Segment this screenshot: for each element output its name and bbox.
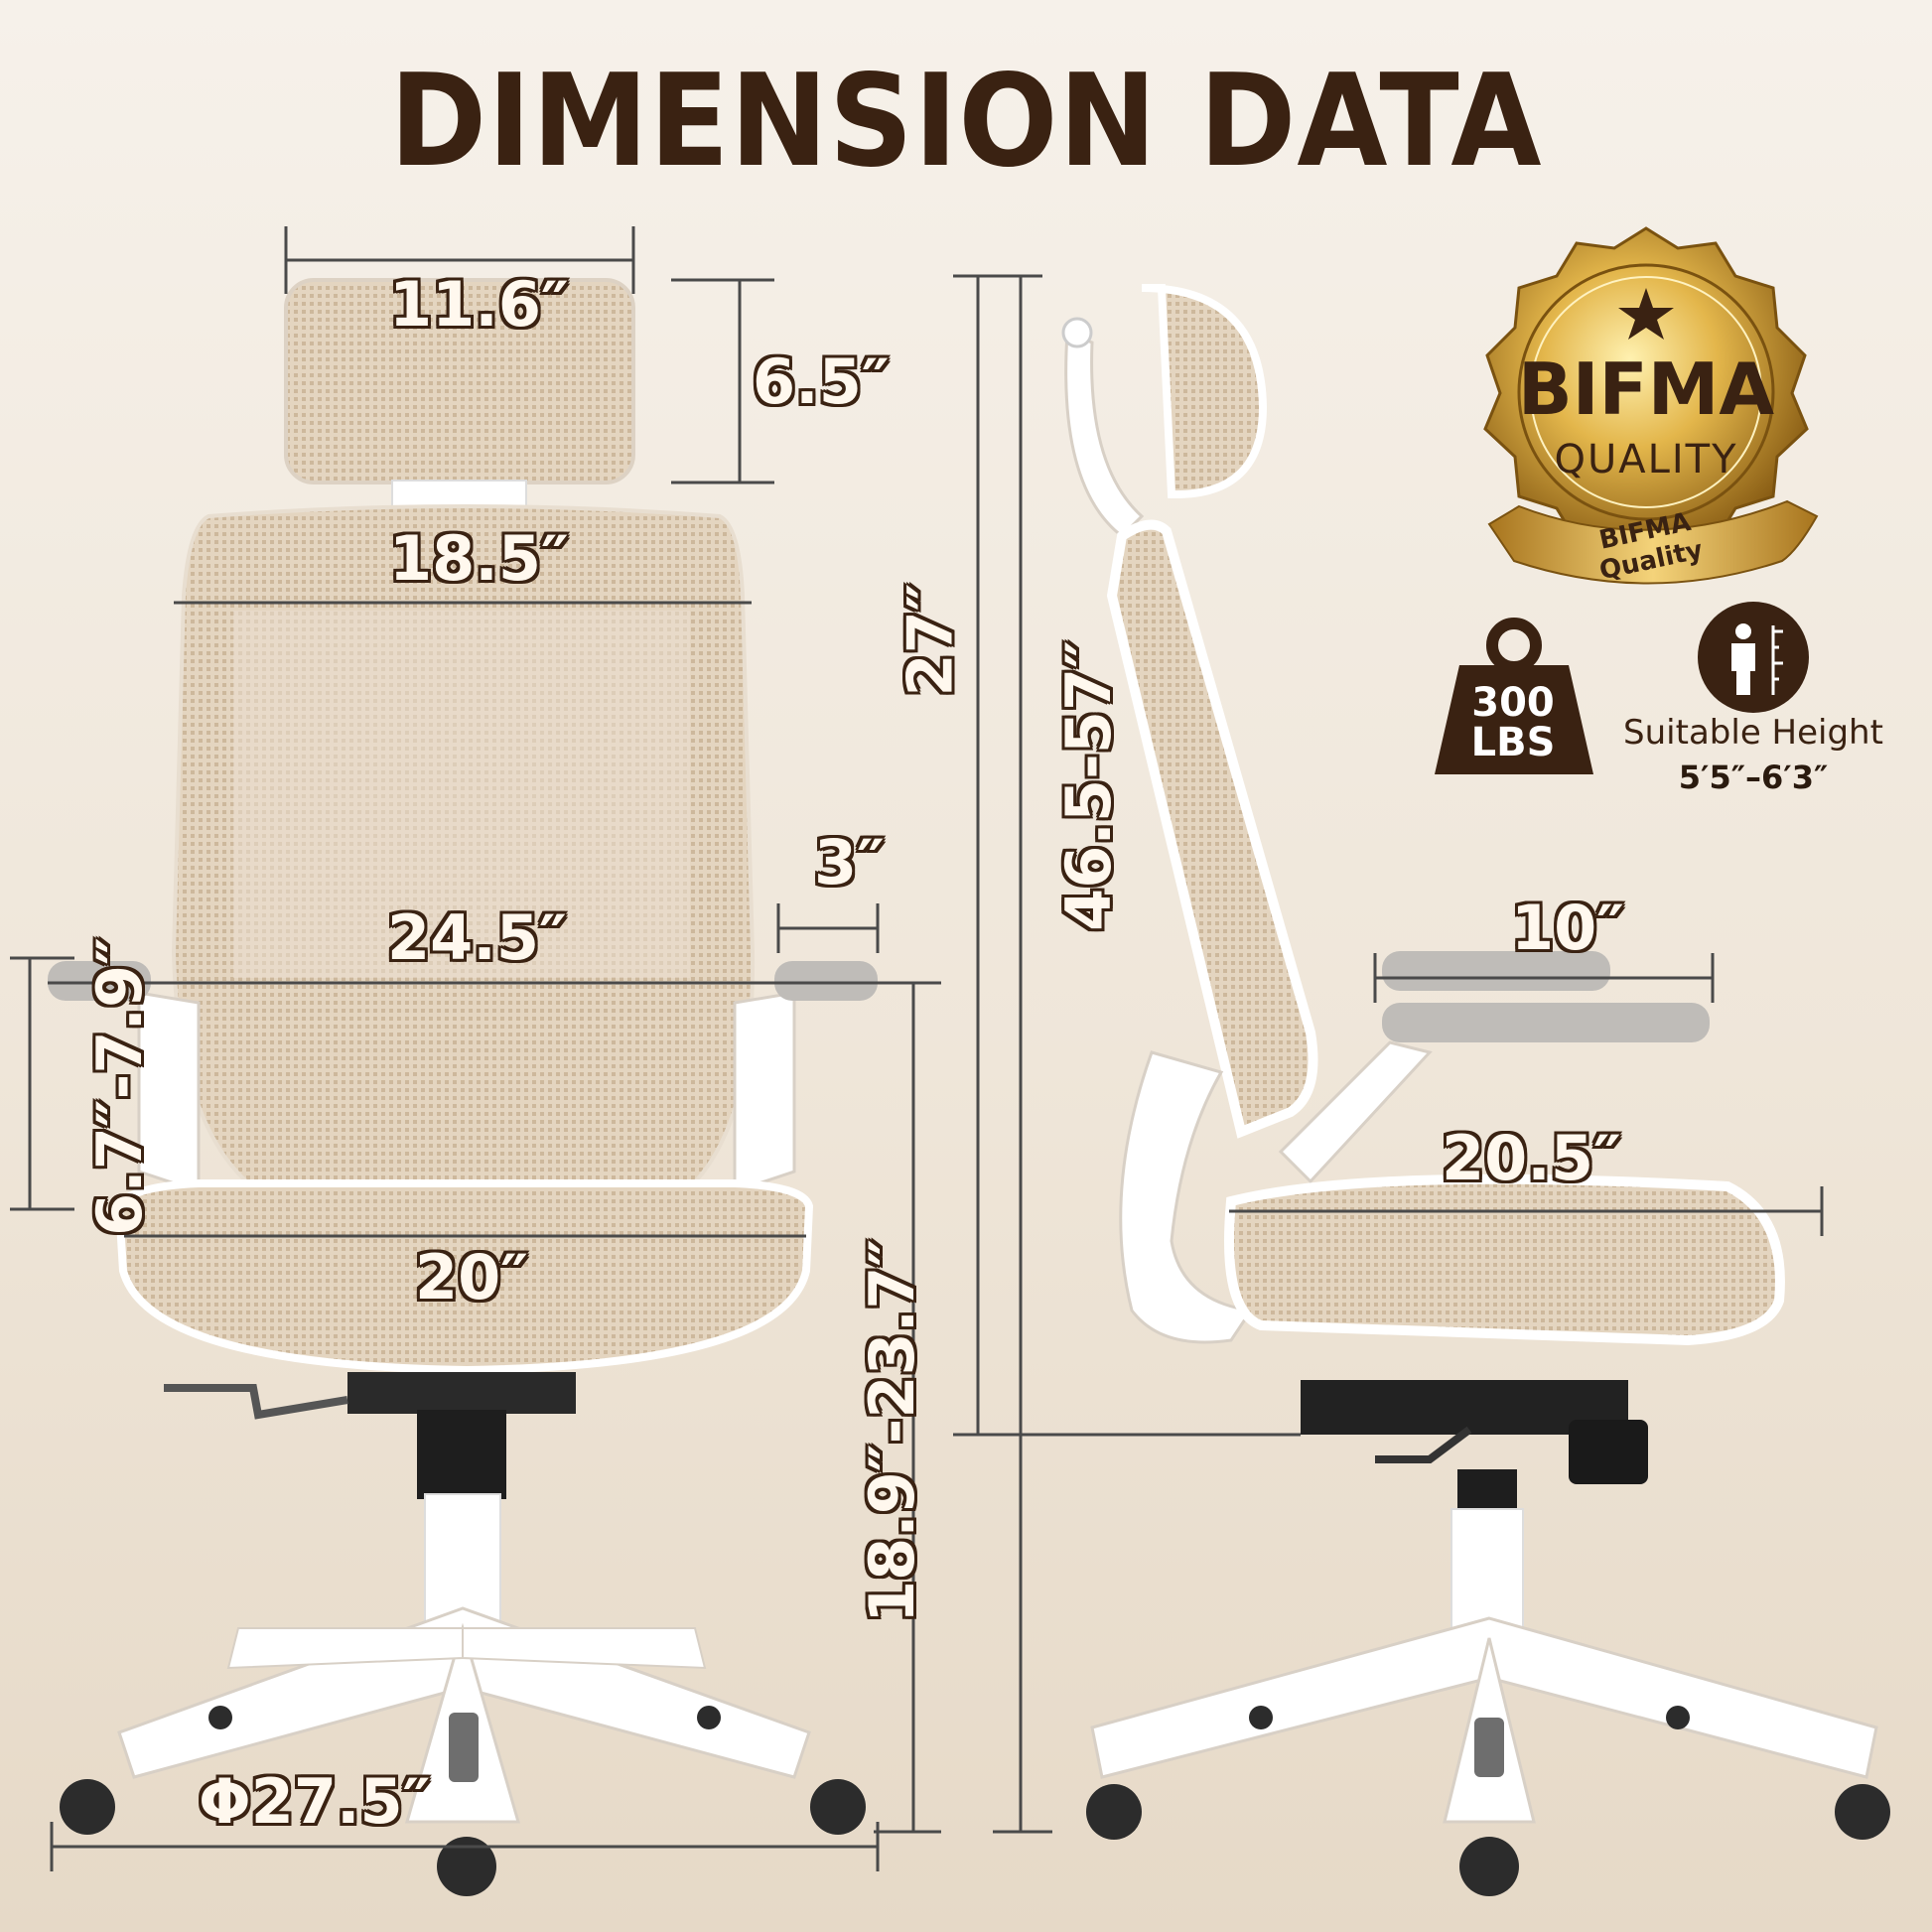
dim-backrest-height: 27″ [894, 583, 967, 697]
bifma-badge [1483, 226, 1819, 585]
person-height-icon [1698, 602, 1809, 713]
dim-armrest-adjust: 3″ [814, 826, 885, 898]
badge-main-text: BIFMA [1517, 347, 1775, 431]
capacity-label: 300 LBS [1434, 683, 1592, 762]
dim-armrest-height: 6.7″-7.9″ [82, 937, 156, 1236]
weight-icon [1435, 618, 1593, 774]
badge-sub-text: QUALITY [1554, 437, 1738, 483]
dim-seat-height: 18.9″-23.7″ [856, 1238, 929, 1624]
suitable-height-range: 5′5″–6′3″ [1678, 759, 1829, 796]
dim-backrest-width: 18.5″ [389, 522, 569, 595]
dim-total-height: 46.5-57″ [1051, 640, 1125, 931]
side-chair [1061, 284, 1890, 1896]
dim-armrest-length: 10″ [1511, 892, 1624, 964]
page-title: DIMENSION DATA [389, 48, 1543, 196]
dimension-lines [10, 226, 1824, 1871]
suitable-height-label: Suitable Height [1623, 713, 1883, 753]
dim-overall-width: 24.5″ [387, 901, 567, 974]
dim-seat-depth: 20.5″ [1442, 1122, 1621, 1194]
dim-headrest-width: 11.6″ [389, 268, 569, 341]
capacity-value: 300 [1471, 680, 1555, 726]
dim-base-diameter: Φ27.5″ [199, 1765, 431, 1838]
front-chair [48, 278, 878, 1896]
star-icon [1618, 288, 1674, 340]
dim-headrest-height: 6.5″ [753, 345, 890, 418]
dim-seat-width: 20″ [415, 1241, 528, 1313]
capacity-unit: LBS [1470, 720, 1556, 765]
